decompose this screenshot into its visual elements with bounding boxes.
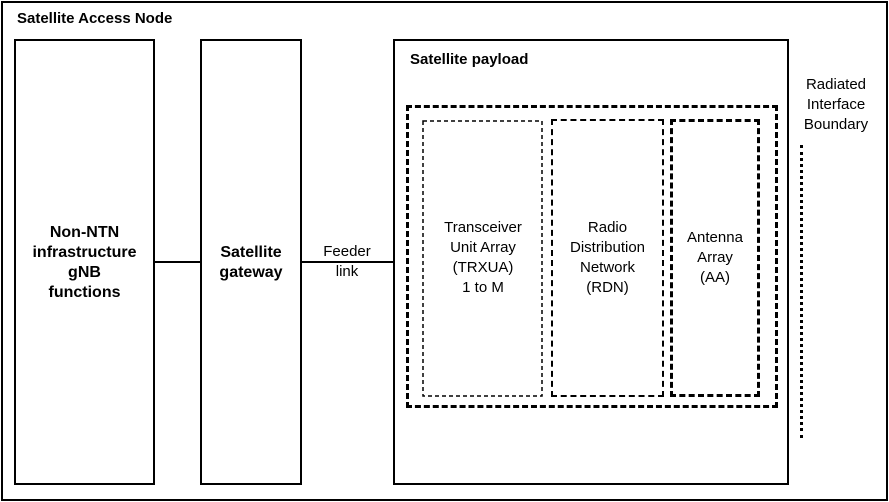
gateway-line-2: gateway (219, 264, 283, 281)
non-ntn-line-4: functions (48, 284, 121, 301)
radiated-boundary-label: Radiated Interface Boundary (796, 75, 876, 135)
radiated-line-1: Radiated (805, 76, 867, 93)
trxua-line-1: Transceiver (444, 219, 522, 236)
aa-line-2: Array (697, 249, 733, 266)
satellite-payload-block: Satellite payload (393, 39, 789, 485)
trxua-line-2: Unit Array (450, 239, 516, 256)
aa-block (670, 119, 760, 397)
connector-gnb-gateway (155, 261, 201, 263)
diagram-title: Satellite Access Node (17, 10, 173, 27)
satellite-gateway-block: Satellite gateway (200, 39, 302, 485)
payload-dashed-group (406, 105, 778, 408)
rdn-line-4: (RDN) (586, 279, 629, 296)
non-ntn-gnb-block: Non-NTN infrastructure gNB functions (14, 39, 155, 485)
trxua-label: Transceiver Unit Array (TRXUA) 1 to M (424, 218, 542, 298)
rdn-label: Radio Distribution Network (RDN) (551, 218, 664, 298)
rdn-line-3: Network (579, 259, 635, 276)
trxua-line-4: 1 to M (462, 279, 504, 296)
payload-title: Satellite payload (410, 51, 529, 68)
rdn-block (551, 119, 664, 397)
non-ntn-line-2: infrastructure (32, 244, 137, 261)
rdn-line-2: Distribution (569, 239, 646, 256)
aa-line-1: Antenna (687, 229, 743, 246)
non-ntn-label: Non-NTN infrastructure gNB functions (16, 223, 153, 303)
trxua-line-3: (TRXUA) (452, 259, 514, 276)
gateway-label: Satellite gateway (202, 243, 300, 283)
aa-label: Antenna Array (AA) (670, 228, 760, 288)
radiated-line-2: Interface (806, 96, 866, 113)
radiated-line-3: Boundary (803, 116, 869, 133)
non-ntn-line-1: Non-NTN (49, 224, 120, 241)
aa-line-3: (AA) (700, 269, 730, 286)
feeder-link-line (302, 261, 394, 263)
non-ntn-line-3: gNB (68, 264, 101, 281)
gateway-line-1: Satellite (220, 244, 282, 261)
feeder-link-line-2: link (335, 263, 359, 280)
rdn-line-1: Radio (587, 219, 628, 236)
feeder-link-label: Feeder link (317, 242, 377, 282)
trxua-shape (422, 120, 543, 397)
feeder-link-line-1: Feeder (323, 243, 371, 260)
radiated-boundary-line (800, 145, 803, 438)
